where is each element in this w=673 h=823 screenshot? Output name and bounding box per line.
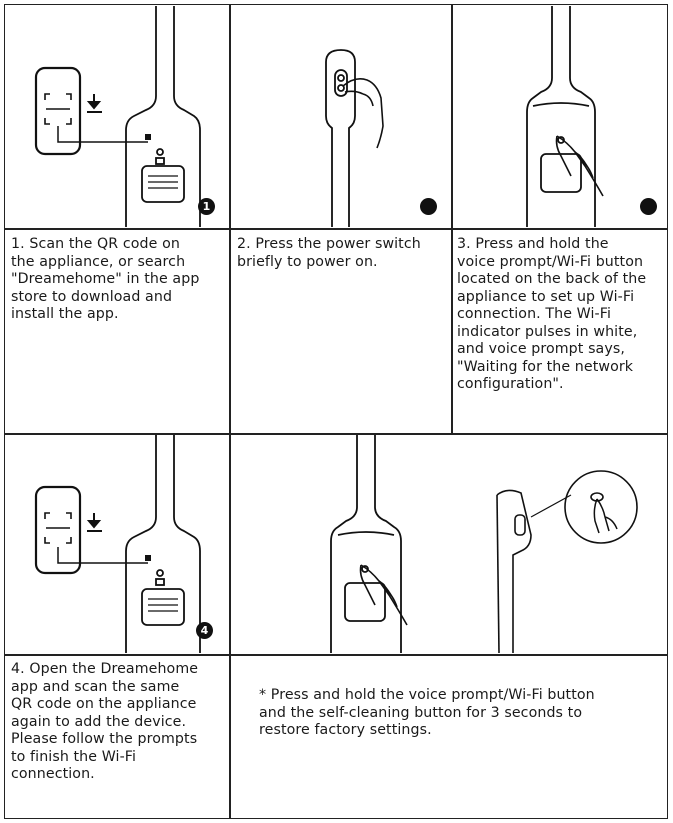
hand-icon [359, 564, 408, 626]
reset-illustration [231, 435, 667, 653]
download-arrow-icon [86, 513, 102, 532]
row-divider-2 [4, 433, 668, 435]
factory-reset-note: * Press and hold the voice prompt/Wi-Fi … [259, 687, 595, 738]
step-4-illustration [6, 435, 228, 653]
instruction-table [4, 4, 668, 819]
step-3-marker [640, 198, 657, 215]
hand-icon [593, 498, 618, 534]
download-arrow-icon [86, 94, 102, 113]
step-4-badge: 4 [196, 622, 213, 639]
col-divider-c [229, 433, 231, 819]
step-4-text: 4. Open the Dreamehome app and scan the … [11, 661, 199, 782]
col-divider-b [451, 4, 453, 433]
phone-qr-icon [34, 66, 82, 156]
hand-icon [342, 78, 384, 149]
step-2-text: 2. Press the power switch briefly to pow… [237, 236, 421, 270]
phone-qr-icon [34, 485, 82, 575]
row-divider-3 [4, 654, 668, 656]
step-2-marker [420, 198, 437, 215]
step-2-illustration [231, 6, 450, 227]
row-divider-1 [4, 228, 668, 230]
step-3-text: 3. Press and hold the voice prompt/Wi-Fi… [457, 236, 647, 392]
col-divider-a [229, 4, 231, 433]
step-1-badge: 1 [198, 198, 215, 215]
step-1-text: 1. Scan the QR code on the appliance, or… [11, 236, 200, 322]
hand-icon [555, 135, 604, 197]
step-3-illustration [453, 6, 667, 227]
step-1-illustration [6, 6, 228, 227]
